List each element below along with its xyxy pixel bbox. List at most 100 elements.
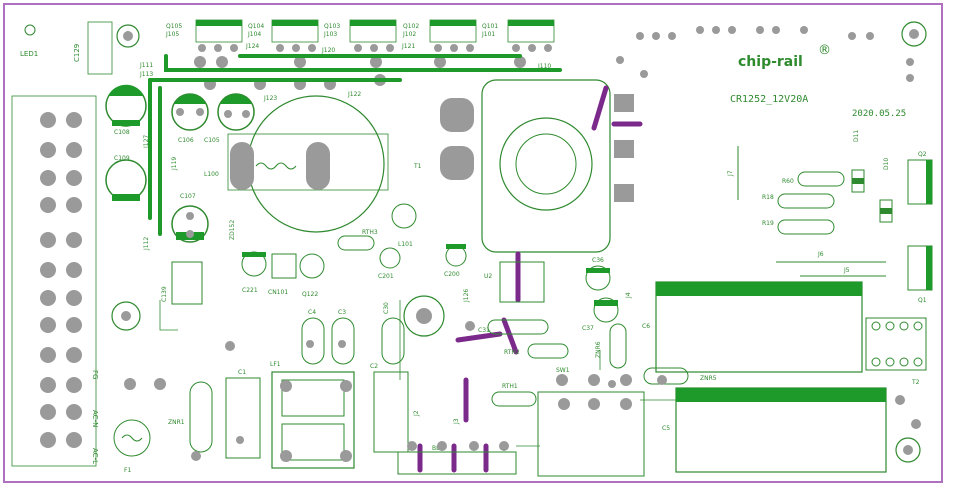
label-j101: J101 bbox=[481, 31, 495, 38]
led1-pad bbox=[24, 24, 36, 36]
label-c1: C1 bbox=[238, 369, 246, 376]
label-q2: Q2 bbox=[918, 151, 927, 158]
mount-hole-top-right bbox=[901, 21, 927, 47]
label-c31: C31 bbox=[478, 327, 490, 334]
brand-text: chip-rail bbox=[738, 54, 803, 70]
label-d10: D10 bbox=[883, 158, 890, 170]
label-r18: R18 bbox=[762, 194, 774, 201]
label-j112: J112 bbox=[143, 237, 150, 251]
label-j6: J6 bbox=[817, 251, 824, 258]
label-c105: C105 bbox=[204, 137, 220, 144]
label-cn101: CN101 bbox=[268, 289, 288, 296]
mount-hole-bottom-right bbox=[895, 437, 921, 463]
label-rth3: RTH3 bbox=[362, 229, 378, 236]
label-znr6: ZNR6 bbox=[595, 341, 602, 358]
label-acl: AC-L bbox=[91, 448, 99, 464]
label-zd152: ZD152 bbox=[229, 220, 236, 240]
f1-fuse bbox=[113, 419, 151, 457]
label-c200: C200 bbox=[444, 271, 460, 278]
label-j7: J7 bbox=[727, 170, 734, 177]
label-znr5: ZNR5 bbox=[700, 375, 717, 382]
label-c201: C201 bbox=[378, 273, 394, 280]
label-c221: C221 bbox=[242, 287, 258, 294]
label-j120: J120 bbox=[321, 47, 335, 54]
t1-outline bbox=[481, 79, 611, 253]
label-c36: C36 bbox=[592, 257, 604, 264]
label-j110: J110 bbox=[537, 63, 551, 70]
label-j127: J127 bbox=[143, 135, 150, 149]
mount-hole-top-left bbox=[116, 24, 140, 48]
label-j5: J5 bbox=[843, 267, 850, 274]
r60-footprint bbox=[797, 171, 845, 187]
label-q103: Q103 bbox=[324, 23, 340, 30]
label-j123: J123 bbox=[263, 95, 277, 102]
label-c37: C37 bbox=[582, 325, 594, 332]
label-j3: J3 bbox=[453, 418, 460, 425]
label-znr1: ZNR1 bbox=[168, 419, 185, 426]
electrolytic-caps-left bbox=[105, 84, 255, 243]
label-r19: R19 bbox=[762, 220, 774, 227]
label-c109: C109 bbox=[114, 155, 130, 162]
green-traces bbox=[148, 54, 562, 236]
left-terminal-pads bbox=[40, 112, 82, 448]
label-sw1: SW1 bbox=[556, 367, 570, 374]
terminal-block-outline bbox=[11, 95, 97, 467]
label-d11: D11 bbox=[853, 130, 860, 142]
label-j105: J105 bbox=[165, 31, 179, 38]
label-j111: J111 bbox=[139, 62, 153, 69]
label-q102: Q102 bbox=[403, 23, 419, 30]
registered-mark: ® bbox=[818, 43, 831, 58]
label-c108: C108 bbox=[114, 129, 130, 136]
label-fg: FG bbox=[91, 370, 99, 379]
label-rth2: RTH2 bbox=[504, 349, 520, 356]
label-j103: J103 bbox=[323, 31, 337, 38]
bd1-bridge bbox=[397, 451, 517, 475]
label-c2: C2 bbox=[370, 363, 378, 370]
label-t2: T2 bbox=[911, 379, 920, 386]
label-c5: C5 bbox=[662, 425, 670, 432]
label-j121: J121 bbox=[401, 43, 415, 50]
label-q104: Q104 bbox=[248, 23, 264, 30]
label-j122: J122 bbox=[347, 91, 361, 98]
label-c106: C106 bbox=[178, 137, 194, 144]
label-f1: F1 bbox=[124, 467, 131, 474]
label-j113: J113 bbox=[139, 71, 153, 78]
label-c129: C129 bbox=[73, 44, 81, 62]
label-j124: J124 bbox=[245, 43, 259, 50]
label-j4: J4 bbox=[625, 292, 632, 299]
label-c139: C139 bbox=[161, 286, 168, 302]
label-q101: Q101 bbox=[482, 23, 498, 30]
label-l100: L100 bbox=[204, 171, 219, 178]
label-r60: R60 bbox=[782, 178, 794, 185]
label-led1: LED1 bbox=[20, 50, 38, 58]
date-text: 2020.05.25 bbox=[852, 109, 906, 119]
label-lf1: LF1 bbox=[270, 361, 281, 368]
label-j126: J126 bbox=[463, 289, 470, 303]
label-acn: AC-N bbox=[91, 410, 99, 427]
c129-footprint bbox=[87, 21, 113, 75]
label-j119: J119 bbox=[171, 157, 178, 171]
label-j2: J2 bbox=[413, 410, 420, 417]
mount-hole-left-mid bbox=[111, 301, 141, 331]
label-c107: C107 bbox=[180, 193, 196, 200]
label-l101: L101 bbox=[398, 241, 413, 248]
label-c6: C6 bbox=[642, 323, 650, 330]
purple-jumpers bbox=[417, 85, 643, 473]
board-outline bbox=[3, 3, 943, 483]
t2-outline bbox=[865, 317, 927, 371]
label-c3: C3 bbox=[338, 309, 346, 316]
label-q1: Q1 bbox=[918, 297, 927, 304]
label-u2: U2 bbox=[484, 273, 492, 280]
r19-footprint bbox=[777, 219, 835, 235]
label-j102: J102 bbox=[402, 31, 416, 38]
label-c30: C30 bbox=[383, 302, 390, 314]
label-q105: Q105 bbox=[166, 23, 182, 30]
r18-footprint bbox=[777, 193, 835, 209]
label-rth1: RTH1 bbox=[502, 383, 518, 390]
mount-hole-center bbox=[403, 295, 445, 337]
label-q122: Q122 bbox=[302, 291, 318, 298]
lf1-choke bbox=[271, 371, 355, 469]
label-c4: C4 bbox=[308, 309, 316, 316]
label-t1: T1 bbox=[413, 163, 422, 170]
